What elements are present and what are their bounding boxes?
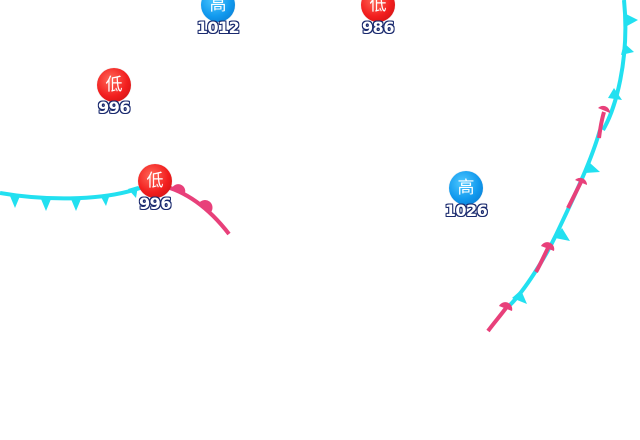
cold-front-triangle [621, 43, 634, 55]
cold-front-triangle [512, 290, 527, 304]
warm-front-east [486, 105, 611, 333]
pressure-center-low[interactable]: 低 996 [84, 68, 144, 117]
cold-front-triangle [10, 196, 20, 208]
high-pressure-icon: 高 [449, 171, 483, 205]
pressure-value: 996 [98, 98, 130, 117]
cold-front-triangle [128, 186, 138, 198]
cold-front-triangle [100, 194, 110, 206]
warm-front-semicircle [199, 200, 213, 212]
cold-front-triangle [608, 88, 622, 100]
cold-front-triangle [585, 163, 600, 173]
warm-front-east-segment [597, 111, 606, 139]
pressure-value: 996 [139, 194, 171, 213]
cold-front-east-line-lower [508, 129, 602, 307]
low-pressure-icon: 低 [361, 0, 395, 22]
low-pressure-icon: 低 [97, 68, 131, 102]
warm-front-semicircle [598, 105, 611, 113]
pressure-value: 1026 [444, 201, 488, 220]
warm-front-semicircle [541, 242, 555, 251]
pressure-value: 1012 [196, 18, 240, 37]
cold-front-west [0, 186, 141, 211]
cold-front-east-line [601, 0, 628, 132]
cold-front-triangle [555, 228, 570, 241]
cold-front-east [508, 0, 638, 307]
cold-front-west-line [0, 186, 141, 201]
pressure-center-low[interactable]: 低 986 [348, 0, 408, 37]
warm-front-semicircle [575, 177, 588, 185]
pressure-value: 986 [362, 18, 394, 37]
cold-front-triangle [41, 199, 51, 211]
pressure-center-low[interactable]: 低 996 [125, 164, 185, 213]
warm-front-east-segment [534, 247, 550, 273]
warm-front-east-segment [566, 181, 583, 209]
high-pressure-icon: 高 [201, 0, 235, 22]
cold-front-triangle [626, 14, 638, 26]
pressure-center-high[interactable]: 高 1012 [188, 0, 248, 37]
low-pressure-icon: 低 [138, 164, 172, 198]
warm-front-semicircle [172, 184, 186, 193]
pressure-center-high[interactable]: 高 1026 [436, 171, 496, 220]
cold-front-triangle [71, 199, 81, 211]
warm-front-east-segment [486, 306, 508, 333]
warm-front-semicircle [499, 302, 513, 311]
